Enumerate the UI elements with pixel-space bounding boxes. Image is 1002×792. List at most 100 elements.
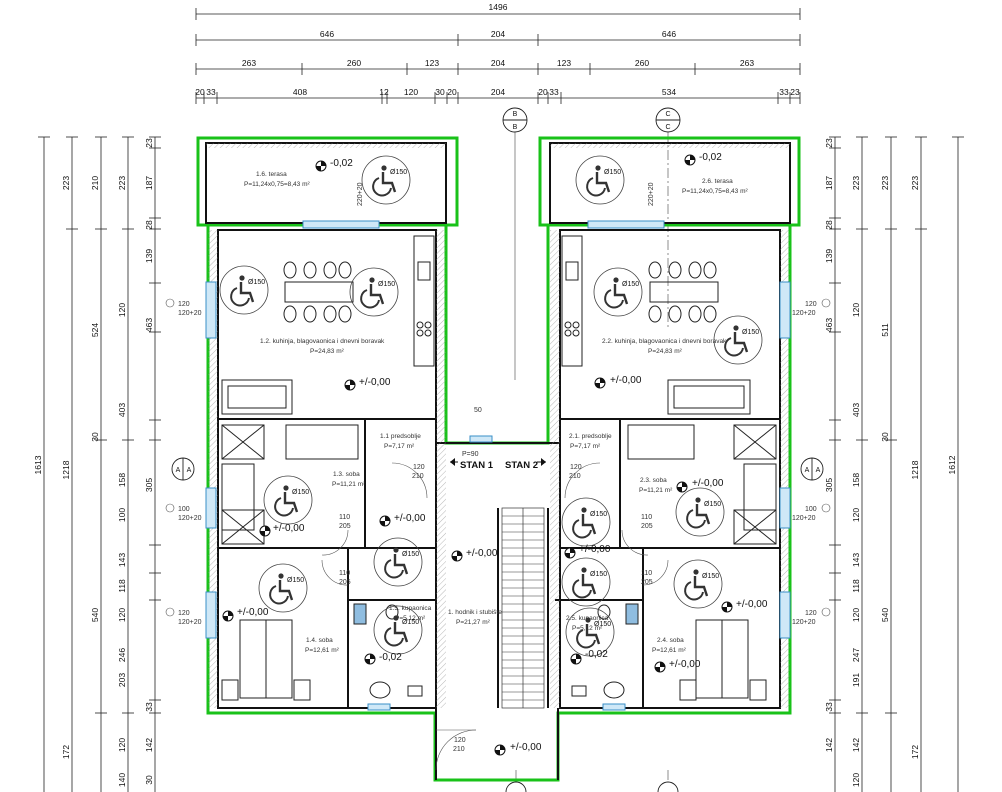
dim-left-c2-2: 524 (90, 323, 100, 337)
level-icon (259, 525, 271, 537)
room-label-2-4: 2.4. soba (657, 637, 684, 644)
room-label-1: 1. hodnik i stubište (448, 609, 502, 616)
chair (703, 305, 717, 323)
dim-left-c3-4: 100 (117, 508, 127, 522)
room-label-1-6: 1.6. terasa (256, 171, 287, 178)
section-marker-a-left: A A (171, 457, 195, 481)
dim-right-c2-1: 223 (880, 176, 890, 190)
dim-left-c2-3: 540 (90, 608, 100, 622)
stan-2-label: STAN 2 (505, 460, 538, 471)
win-l1-h: 120+20 (178, 310, 202, 317)
dim-left-c3-1: 210 (90, 176, 100, 190)
level-icon (315, 160, 327, 172)
win-r3-w: 120 (805, 610, 817, 617)
dim-left-c4-1: 223 (117, 176, 127, 190)
door-r3-w: 110 (641, 570, 652, 577)
right-dimension-lines (829, 136, 964, 792)
room-area-1-2: P=24,83 m² (310, 348, 345, 355)
room-label-1-2: 1.2. kuhinja, blagovaonica i dnevni bora… (260, 338, 385, 345)
win-l1-w: 120 (178, 301, 190, 308)
level-icon (494, 744, 506, 756)
level-bath-left: -0,02 (379, 652, 402, 663)
door-l1-w: 120 (413, 464, 425, 471)
dim-right-c4-4: 139 (824, 249, 834, 263)
room-area-1-4: P=12,61 m² (305, 647, 340, 654)
dim-right-c2-3: 540 (880, 608, 890, 622)
dim-right-mid: 1218 (910, 460, 920, 479)
level-corridor: +/-0,00 (466, 548, 498, 559)
dim-right-c4-13: 142 (824, 738, 834, 752)
turning-radius-label: Ø150 (590, 511, 607, 518)
level-markers: -0,02 -0,02 +/-0,00 +/-0,00 +/-0,00 +/-0… (222, 152, 768, 756)
turning-radius-label: Ø150 (604, 169, 621, 176)
terrace-l-door: 220+20 (357, 182, 364, 206)
dim-right-c4-6: 463 (824, 318, 834, 332)
level-hall-left: +/-0,00 (394, 513, 426, 524)
level-icon (721, 601, 733, 613)
dim-right-c4-7: 158 (851, 473, 861, 487)
door-r2-h: 205 (641, 523, 653, 530)
chair (323, 261, 337, 279)
dim-right-c4-2: 187 (824, 176, 834, 190)
level-icon (594, 377, 606, 389)
svg-text:B: B (513, 124, 518, 131)
level-hall-right: +/-0,00 (579, 544, 611, 555)
wheelchair-icon: Ø150 (592, 266, 644, 318)
level-living-right: +/-0,00 (610, 375, 642, 386)
svg-text:A: A (816, 467, 821, 474)
dim-row4-2: 33 (206, 87, 216, 97)
right-dimension-labels: 1612 1218 223 223 511 540 172 30 223 403… (824, 138, 957, 787)
dim-right-c2-4: 172 (910, 745, 920, 759)
room-label-2-2: 2.2. kuhinja, blagovaonica i dnevni bora… (602, 338, 727, 345)
wall-hatch (206, 143, 790, 708)
dim-left-c5-4: 139 (144, 249, 154, 263)
wheelchair-icon: Ø150 (674, 486, 726, 538)
wheelchair-icon: Ø150 (672, 558, 724, 610)
dim-left-c5-6: 463 (144, 318, 154, 332)
dim-right-c3-9: 30 (880, 432, 890, 442)
chair (703, 261, 717, 279)
room-area-1-6: P=11,24x0,75=8,43 m² (244, 181, 310, 188)
dim-row3-4: 204 (491, 58, 505, 68)
room-area-2-3: P=11,21 m² (639, 487, 673, 494)
dim-left-c4-4: 120 (117, 608, 127, 622)
room-area-1-5: P=5,12 m² (395, 615, 426, 622)
dim-right-c3-8: 120 (851, 773, 861, 787)
dim-left-c2-4: 172 (61, 745, 71, 759)
turning-radius-label: Ø150 (704, 501, 721, 508)
dim-left-c2-1: 223 (61, 176, 71, 190)
chair (668, 305, 682, 323)
level-room13: +/-0,00 (273, 523, 305, 534)
svg-text:B: B (513, 111, 518, 118)
dim-total-width: 1496 (489, 2, 508, 12)
level-living-left: +/-0,00 (359, 377, 391, 388)
level-icon (222, 610, 234, 622)
turning-radius-label: Ø150 (292, 489, 309, 496)
door-r2-w: 110 (641, 514, 652, 521)
turning-radius-label: Ø150 (742, 329, 759, 336)
door-r1-w: 120 (570, 464, 582, 471)
wheelchair-icon: Ø150 (348, 266, 400, 318)
svg-text:C: C (665, 111, 670, 118)
room-label-1-5: 1.5. kupaonica (389, 605, 432, 612)
dim-right-total: 1612 (947, 455, 957, 474)
chair (688, 305, 702, 323)
door-l2-w: 110 (339, 514, 350, 521)
room-label-1-4: 1.4. soba (306, 637, 333, 644)
left-dimension-labels: 1613 1218 223 210 524 540 172 223 403 12… (33, 138, 154, 787)
wheelchair-icon: Ø150 (560, 496, 612, 548)
level-room24: +/-0,00 (736, 599, 768, 610)
dim-row4-6: 30 (435, 87, 445, 97)
level-icon (684, 154, 696, 166)
door-r3-h: 205 (641, 579, 653, 586)
turning-radius-label: Ø150 (248, 279, 265, 286)
dim-left-c4-6: 203 (117, 673, 127, 687)
dim-left-c4-2: 403 (117, 403, 127, 417)
dim-left-c5-12: 33 (144, 702, 154, 712)
turning-radius-label: Ø150 (702, 573, 719, 580)
dim-right-c4-5: 120 (851, 303, 861, 317)
dim-row4-12: 33 (779, 87, 789, 97)
dim-left-c5-2: 187 (144, 176, 154, 190)
dim-right-c3-3: 305 (824, 478, 834, 492)
